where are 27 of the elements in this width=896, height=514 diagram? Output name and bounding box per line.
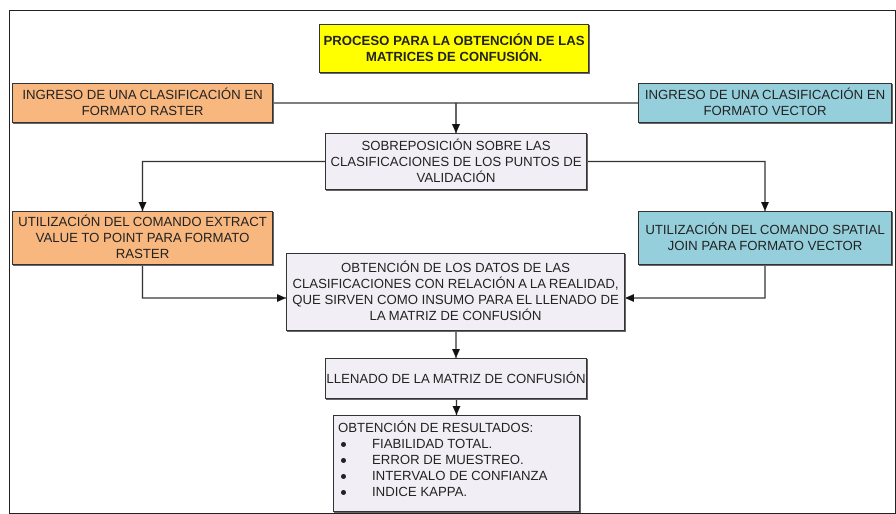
list-heading: OBTENCIÓN DE RESULTADOS: xyxy=(338,420,534,436)
results-box xyxy=(333,415,580,512)
box-text: PROCESO PARA LA OBTENCIÓN DE LAS MATRICES DE CONFUSIÓN. xyxy=(322,32,586,64)
title-box xyxy=(319,24,589,73)
box-text: LLENADO DE LA MATRIZ DE CONFUSIÓN xyxy=(326,370,586,386)
box-text: OBTENCIÓN DE LOS DATOS DE LAS CLASIFICACIONES CON RELACIÓN A LA REALIDAD, QUE SIRVEN COMO INSUMO PARA EL LLENADO DE LA MATRIZ DE CONFUSIÓN xyxy=(291,260,620,324)
box-text: SOBREPOSICIÓN SOBRE LAS CLASIFICACIONES DE LOS PUNTOS DE VALIDACIÓN xyxy=(329,138,583,186)
arrow xyxy=(587,160,769,211)
list-item: INTERVALO DE CONFIANZA xyxy=(338,468,548,484)
arrow xyxy=(452,102,638,133)
arrow xyxy=(142,265,286,302)
list-item: ERROR DE MUESTREO. xyxy=(338,452,524,468)
box-text: INGRESO DE UNA CLASIFICACIÓN EN FORMATO VECTOR xyxy=(644,87,886,119)
box-text: INGRESO DE UNA CLASIFICACIÓN EN FORMATO RASTER xyxy=(21,87,264,119)
box-text: UTILIZACIÓN DEL COMANDO SPATIAL JOIN PARA FORMATO VECTOR xyxy=(644,222,886,254)
process-box xyxy=(286,253,625,331)
list-item: INDICE KAPPA. xyxy=(338,484,468,500)
process-box xyxy=(638,211,892,265)
process-box xyxy=(325,358,587,399)
arrow xyxy=(625,265,766,302)
arrow xyxy=(138,160,325,211)
arrow xyxy=(452,399,460,415)
arrow xyxy=(452,331,460,358)
list-item: FIABILIDAD TOTAL. xyxy=(338,436,492,452)
box-text: UTILIZACIÓN DEL COMANDO EXTRACT VALUE TO POINT PARA FORMATO RASTER xyxy=(17,214,268,262)
process-box xyxy=(638,83,892,123)
process-box xyxy=(12,83,273,123)
